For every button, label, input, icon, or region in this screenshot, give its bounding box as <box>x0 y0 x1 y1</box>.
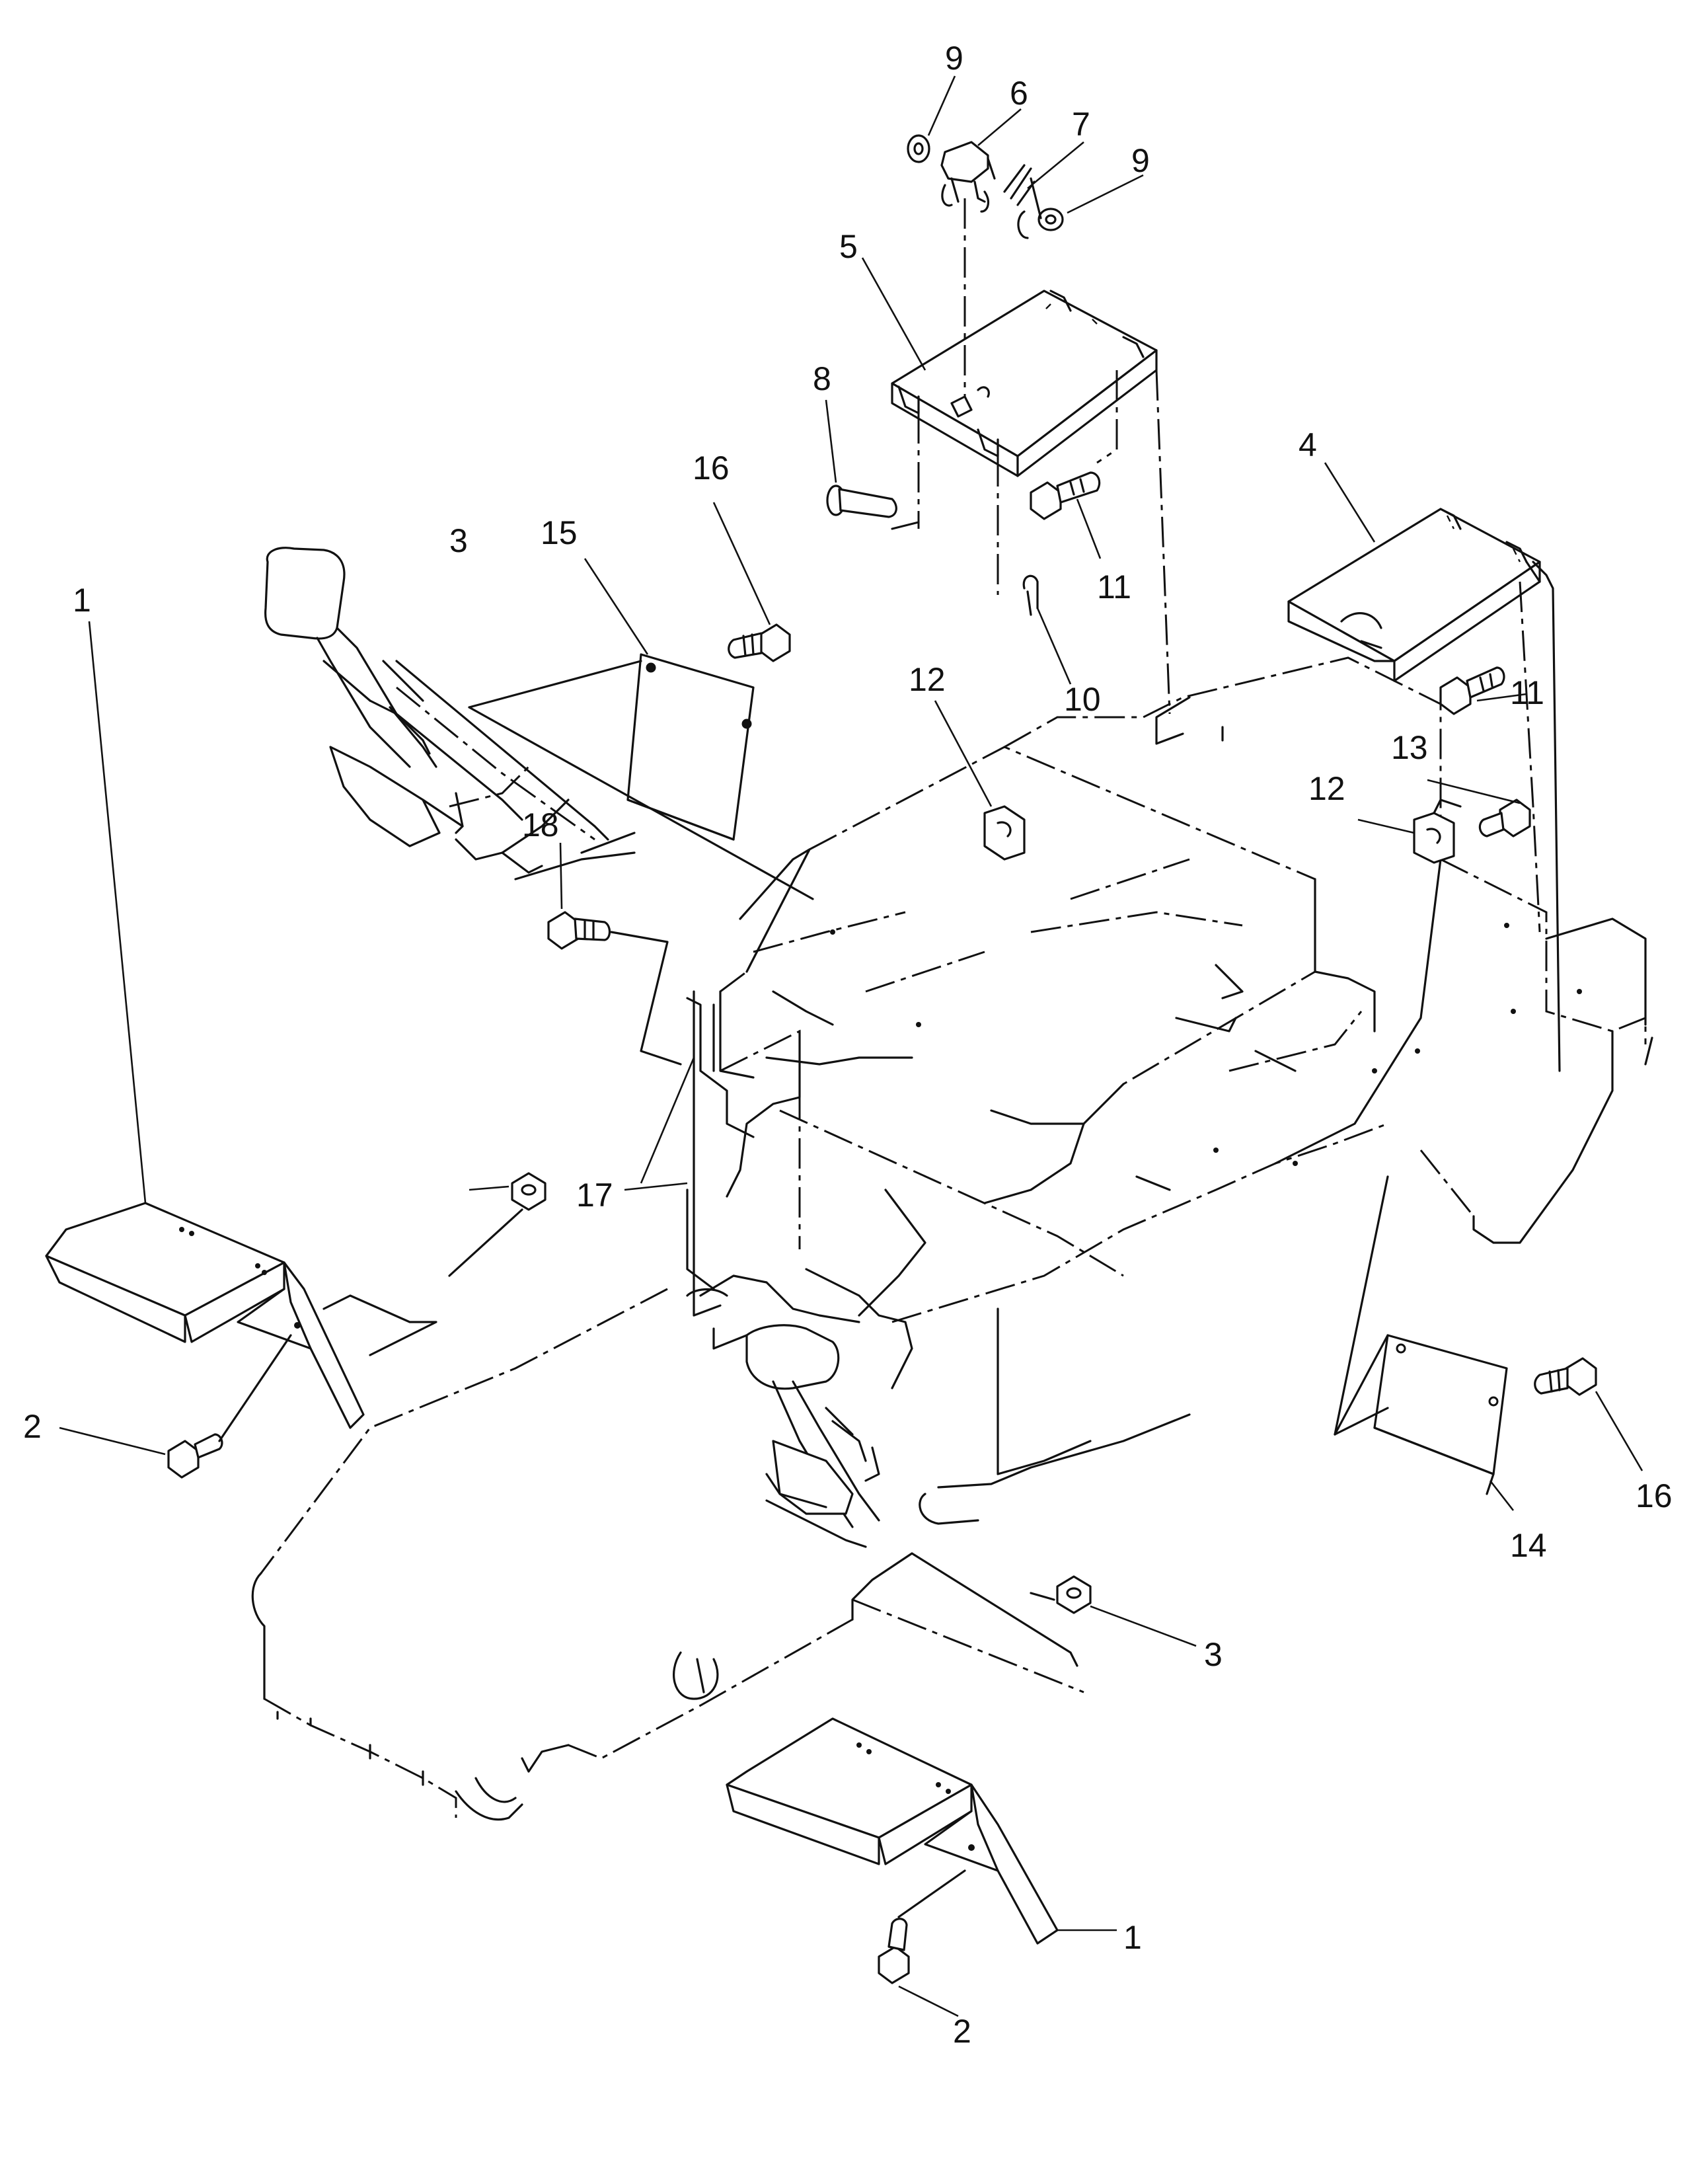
callout-16: 16 <box>693 449 730 487</box>
cover-1-bottom <box>726 1717 1059 1945</box>
washer-9-right <box>1037 208 1064 231</box>
callout-16: 16 <box>1636 1477 1673 1514</box>
callout-1: 1 <box>1123 1919 1142 1956</box>
spring-7 <box>1003 164 1042 239</box>
control-lever-assembly-left <box>264 547 636 880</box>
callout-13: 13 <box>1391 729 1428 766</box>
cover-4 <box>1287 508 1561 1072</box>
latch-6 <box>940 141 996 213</box>
bolt-11-right <box>1439 666 1505 715</box>
callout-14: 14 <box>1510 1527 1547 1564</box>
callout-9: 9 <box>945 40 963 77</box>
washer-9-left <box>907 134 930 163</box>
nut-3-right <box>1030 1575 1092 1614</box>
revolving-frame <box>686 656 1653 1525</box>
callout-6: 6 <box>1010 75 1028 112</box>
cotter-pin-10 <box>1022 574 1039 616</box>
bolt-13 <box>1478 799 1531 838</box>
cover-14 <box>1334 1175 1508 1495</box>
callout-2: 2 <box>953 2013 971 2050</box>
control-lever-assembly-center <box>686 1274 880 1548</box>
callout-17: 17 <box>576 1177 613 1214</box>
cover-1-left <box>45 1202 437 1429</box>
bolt-16-upper <box>728 623 791 662</box>
callout-8: 8 <box>813 360 831 397</box>
bolt-11-upper <box>1030 471 1101 520</box>
callout-4: 4 <box>1299 426 1317 463</box>
callout-2: 2 <box>23 1408 42 1445</box>
callout-18: 18 <box>522 806 559 843</box>
cover-5 <box>891 198 1171 715</box>
callout-7: 7 <box>1072 106 1090 143</box>
callout-labels: 9 6 7 9 5 8 16 15 4 11 10 12 11 13 12 18… <box>23 40 1673 2050</box>
bolt-18 <box>547 911 682 1066</box>
callout-5: 5 <box>839 228 858 265</box>
callout-10: 10 <box>1064 681 1101 718</box>
bracket-12-left <box>983 805 1026 861</box>
lower-floor-frame <box>251 1288 1084 1821</box>
callout-3: 3 <box>1204 1636 1223 1673</box>
bolt-2-bottom <box>878 1869 966 1984</box>
callout-1: 1 <box>73 582 91 619</box>
nut-3-left <box>448 1172 547 1277</box>
callout-11: 11 <box>1097 568 1131 605</box>
callout-11: 11 <box>1510 674 1544 711</box>
cover-15 <box>468 653 814 900</box>
pin-8 <box>826 485 920 530</box>
callout-12: 12 <box>1308 770 1345 807</box>
leader-lines <box>59 75 1643 2017</box>
bolt-16-lower <box>1534 1357 1597 1396</box>
callout-3: 3 <box>449 522 468 559</box>
bracket-12-right <box>1413 799 1462 864</box>
callout-12: 12 <box>909 661 946 698</box>
callout-15: 15 <box>541 514 578 551</box>
bolt-2-left <box>167 1334 292 1479</box>
callout-9: 9 <box>1131 142 1150 179</box>
